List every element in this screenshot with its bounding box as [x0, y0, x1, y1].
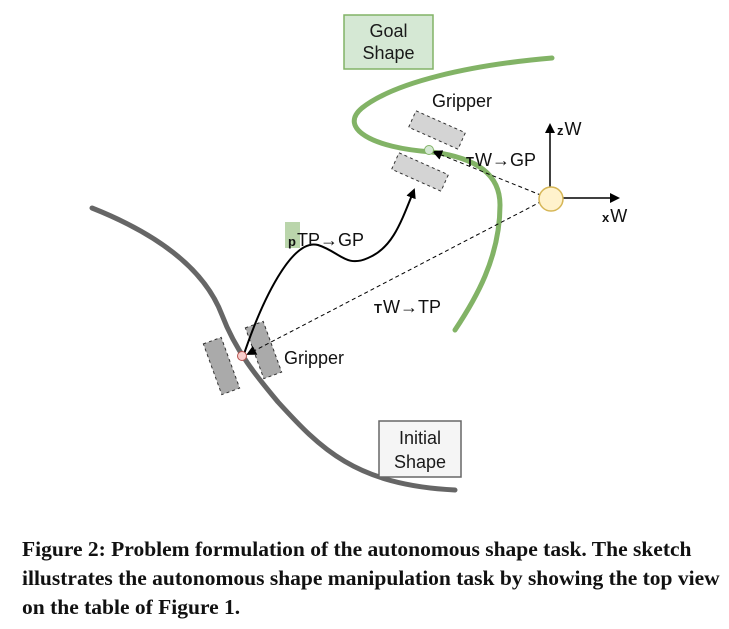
gripper-goal-label: Gripper — [432, 91, 492, 111]
translation-tp-gp-subscript: TP→GP — [297, 230, 364, 250]
goal-shape-box — [343, 14, 434, 70]
initial-shape-label-line2: Shape — [394, 452, 446, 472]
transform-w-tp-label: TW→TP — [374, 297, 441, 317]
transform-w-gp-subscript: W→GP — [475, 150, 536, 170]
transform-w-tp-symbol: T — [374, 301, 382, 316]
x-axis-label: xW — [602, 206, 627, 226]
gripper-tool-rect-right-icon — [244, 320, 283, 380]
tool-point-icon — [237, 351, 247, 361]
initial-shape-curve — [89, 205, 458, 493]
z-axis-symbol: z — [557, 123, 564, 138]
transform-w-tp-subscript: W→TP — [383, 297, 441, 317]
shape-task-diagram: Goal Shape Initial Shape Gripper Gripper… — [89, 14, 627, 493]
initial-shape-box — [378, 420, 462, 478]
translation-label-highlight — [285, 222, 300, 248]
x-axis-subscript: W — [610, 206, 627, 226]
z-axis-label: zW — [557, 119, 582, 139]
goal-shape-curve — [351, 55, 555, 333]
gripper-goal-rect-lower-icon — [391, 152, 449, 192]
gripper-tool-rect-left-icon — [202, 336, 241, 396]
gripper-goal-rect-upper-icon — [408, 110, 466, 150]
transform-w-gp-symbol: T — [466, 154, 474, 169]
translation-tp-gp-symbol: p — [288, 234, 296, 249]
initial-shape-label-line1: Initial — [399, 428, 441, 448]
gripper-tool-label: Gripper — [284, 348, 344, 368]
z-axis-subscript: W — [565, 119, 582, 139]
world-origin-circle-icon — [538, 186, 564, 212]
translation-tp-gp-curve — [242, 188, 416, 358]
goal-shape-label-line2: Shape — [362, 43, 414, 63]
figure-caption: Figure 2: Problem formulation of the aut… — [22, 535, 722, 622]
transform-w-tp-line — [246, 197, 549, 355]
goal-point-icon — [424, 145, 434, 155]
caption-label: Figure 2: — [22, 537, 106, 561]
x-axis-symbol: x — [602, 210, 610, 225]
translation-tp-gp-label: pTP→GP — [288, 230, 364, 250]
transform-w-gp-label: TW→GP — [466, 150, 536, 170]
goal-shape-label-line1: Goal — [369, 21, 407, 41]
caption-text: Problem formulation of the autonomous sh… — [22, 537, 720, 619]
